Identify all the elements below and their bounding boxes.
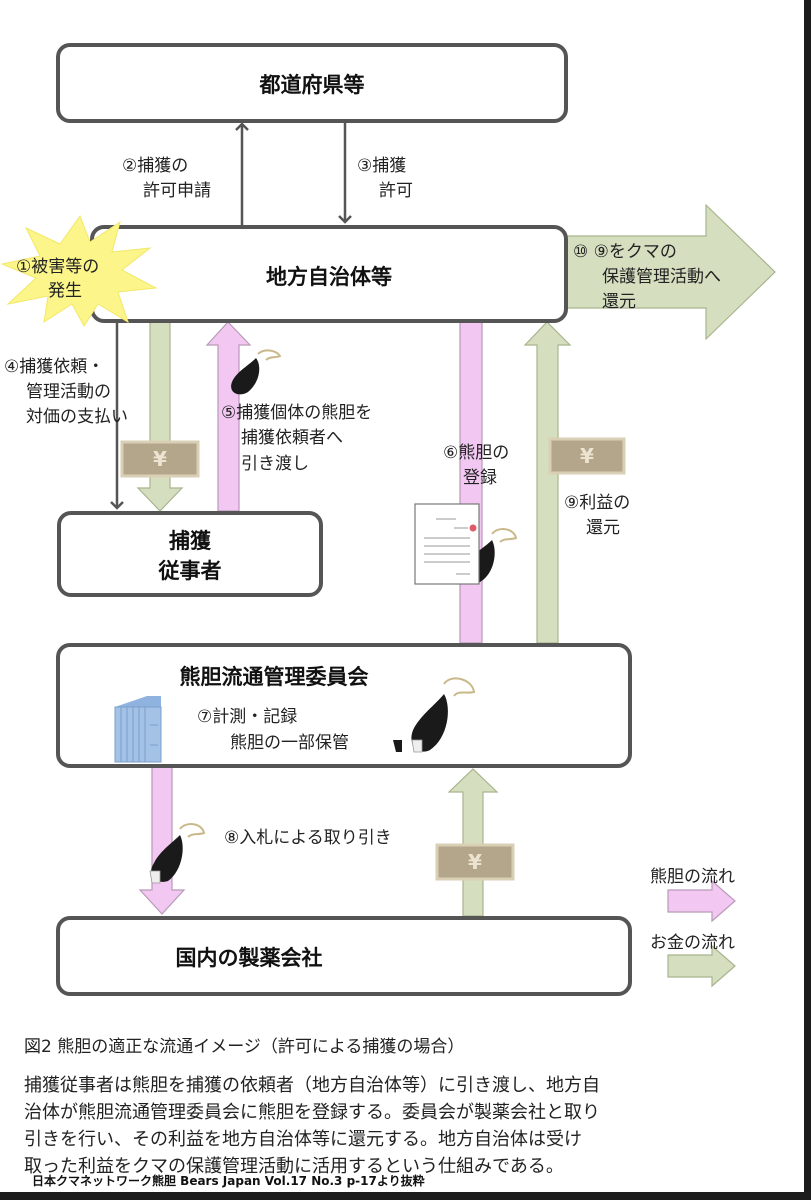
prefecture-box: 都道府県等 <box>56 43 568 123</box>
damage-starburst <box>0 214 158 327</box>
step7-line1: ⑦計測・記録 <box>197 707 298 727</box>
step8-label: ⑧入札による取り引き <box>224 828 392 848</box>
frame-border-right <box>804 0 811 1200</box>
money-arrow-to-committee <box>447 768 499 917</box>
description-line: 取った利益をクマの保護管理活動に活用するという仕組みである。 <box>24 1156 564 1177</box>
step4-line2: 管理活動の <box>26 382 111 402</box>
registration-document-icon <box>414 503 480 585</box>
gall-arrow-to-local-gov <box>205 321 252 512</box>
flow-diagram: ¥ ¥ ¥ <box>110 122 776 988</box>
step10-line2: 保護管理活動へ <box>602 267 721 287</box>
figure-caption: 図2 熊胆の適正な流通イメージ（許可による捕獲の場合） <box>24 1037 465 1057</box>
step7-line2: 熊胆の一部保管 <box>230 733 349 753</box>
capture-worker-label-1: 捕獲 <box>169 529 211 553</box>
step1-line2: 発生 <box>48 281 82 301</box>
source-citation: 日本クマネットワーク熊胆 Bears Japan Vol.17 No.3 p-1… <box>32 1174 425 1188</box>
step5-line3: 引き渡し <box>241 454 309 474</box>
yen-symbol: ¥ <box>468 850 482 874</box>
step2-line1: ②捕獲の <box>122 156 189 176</box>
bear-gall-icon <box>411 677 476 753</box>
step3-line2: 許可 <box>379 181 413 201</box>
committee-label: 熊胆流通管理委員会 <box>179 665 369 689</box>
step6-line1: ⑥熊胆の <box>443 443 510 463</box>
prefecture-label: 都道府県等 <box>259 73 365 97</box>
return-to-conservation-arrow <box>559 203 776 341</box>
capture-worker-label-2: 従事者 <box>158 559 222 583</box>
yen-symbol: ¥ <box>580 444 594 468</box>
legend-gall-flow-label: 熊胆の流れ <box>650 867 735 887</box>
pharma-company-box: 国内の製薬会社 <box>56 916 632 996</box>
pharma-company-label: 国内の製薬会社 <box>175 946 323 970</box>
step4-line1: ④捕獲依頼・ <box>4 357 105 377</box>
yen-note-icon: ¥ <box>435 843 515 881</box>
local-government-box: 地方自治体等 <box>90 225 568 323</box>
step9-line1: ⑨利益の <box>564 493 631 513</box>
legend-money-arrow <box>667 944 736 988</box>
capture-worker-box: 捕獲 従事者 <box>57 511 323 597</box>
step1-line1: ①被害等の <box>16 257 100 277</box>
step5-line1: ⑤捕獲個体の熊胆を <box>221 403 373 423</box>
bear-gall-icon <box>149 823 206 884</box>
committee-box: 熊胆流通管理委員会 <box>56 643 632 768</box>
yen-note-icon: ¥ <box>548 437 626 475</box>
step10-line3: 還元 <box>602 292 636 312</box>
legend-money-flow-label: お金の流れ <box>650 933 735 953</box>
step2-line2: 許可申請 <box>143 181 211 201</box>
step5-line2: 捕獲依頼者へ <box>241 428 343 448</box>
bear-gall-icon <box>231 349 282 395</box>
figure-description: 捕獲従事者は熊胆を捕獲の依頼者（地方自治体等）に引き渡し、地方自 治体が熊胆流通… <box>24 1072 724 1180</box>
description-line: 捕獲従事者は熊胆を捕獲の依頼者（地方自治体等）に引き渡し、地方自 <box>24 1075 600 1096</box>
description-line: 治体が熊胆流通管理委員会に熊胆を登録する。委員会が製薬会社と取り <box>24 1102 600 1123</box>
local-government-label: 地方自治体等 <box>266 265 392 289</box>
bear-gall-piece-icon <box>393 740 402 752</box>
money-arrow-to-worker <box>136 321 184 512</box>
profit-return-arrow <box>523 321 572 644</box>
step9-line2: 還元 <box>586 518 620 538</box>
step4-line3: 対価の支払い <box>26 407 128 427</box>
yen-symbol: ¥ <box>153 447 167 471</box>
yen-note-icon: ¥ <box>120 440 200 478</box>
records-binder-icon <box>114 696 162 763</box>
description-line: 引きを行い、その利益を地方自治体等に還元する。地方自治体は受け <box>24 1129 582 1150</box>
step3-line1: ③捕獲 <box>357 156 407 176</box>
step6-line2: 登録 <box>463 468 497 488</box>
step10-line1: ⑩ ⑨をクマの <box>573 242 677 262</box>
gall-arrow-to-pharma <box>138 766 186 915</box>
frame-border-bottom <box>0 1192 811 1200</box>
legend-gall-arrow <box>667 879 736 923</box>
